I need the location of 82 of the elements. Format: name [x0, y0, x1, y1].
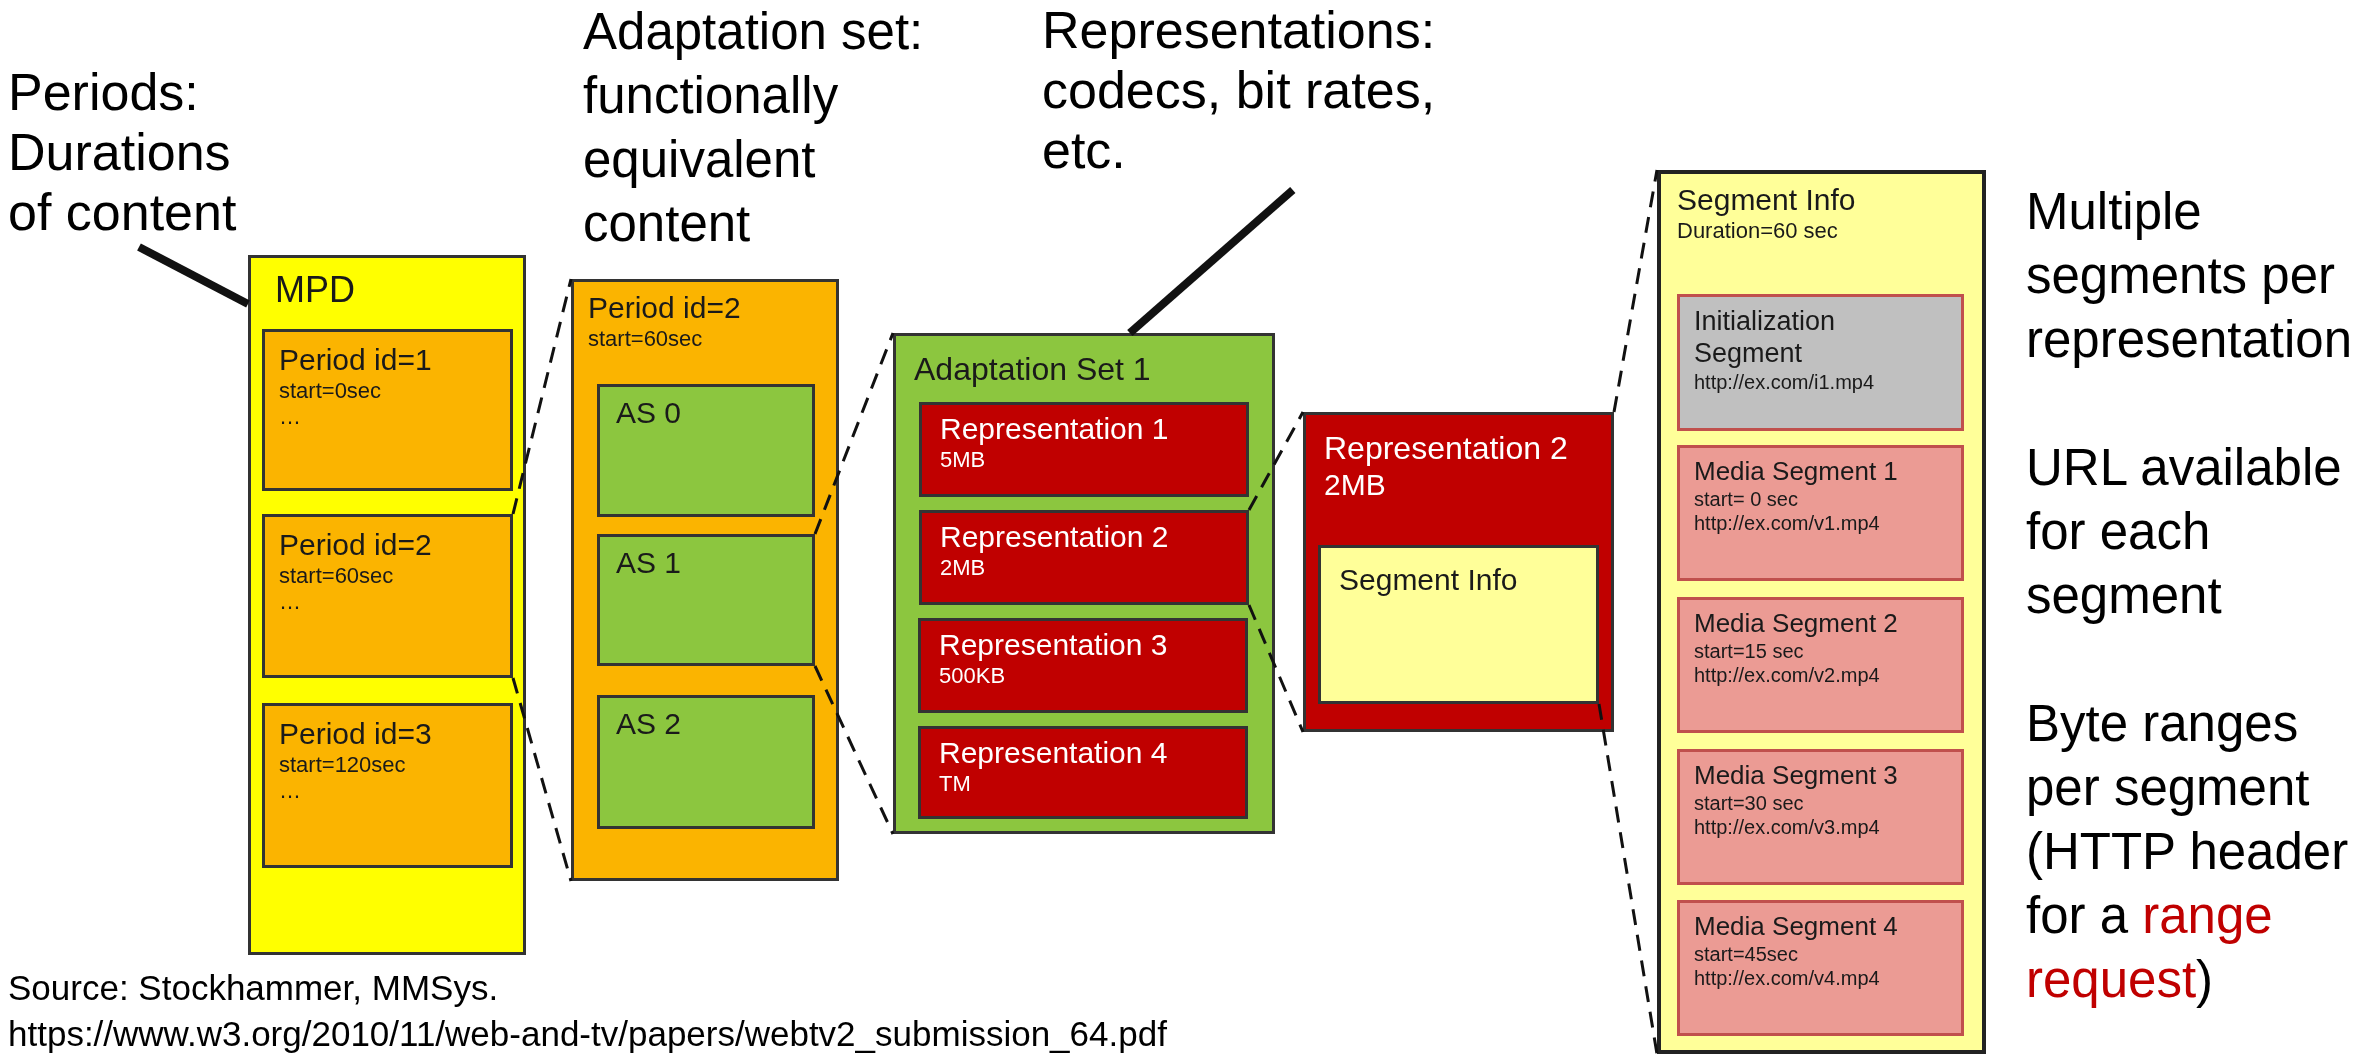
- box-detail: 500KB: [939, 663, 1007, 690]
- box-title: Media Segment 3: [1694, 760, 1899, 792]
- period-box: [262, 329, 513, 491]
- representation-box: [919, 402, 1249, 497]
- box-title: Representation 2: [1324, 429, 1569, 468]
- box-title: Representation 2: [940, 519, 1170, 555]
- box-detail: Duration=60 sec: [1677, 218, 1839, 245]
- box-title: MPD: [275, 268, 356, 312]
- period-box: [571, 279, 839, 881]
- adaptation-set-box: [597, 695, 815, 829]
- segment-url: http://ex.com/v4.mp4: [1694, 966, 1881, 991]
- adaptation-set-box: [893, 333, 1275, 834]
- box-detail: …: [279, 404, 302, 431]
- box-title: Period id=2: [279, 527, 433, 563]
- box-detail: 2MB: [940, 555, 987, 582]
- box-title: Period id=2: [588, 290, 742, 326]
- zoom-line: [511, 278, 573, 515]
- box-detail: start= 0 sec: [1694, 487, 1799, 512]
- box-title: AS 0: [616, 395, 683, 431]
- box-detail: start=60sec: [279, 563, 395, 590]
- segment-url: http://ex.com/i1.mp4: [1694, 369, 1876, 394]
- box-title: Representation 3: [939, 627, 1169, 663]
- box-detail: TM: [939, 771, 972, 798]
- box-detail: 5MB: [940, 447, 987, 474]
- zoom-line: [1247, 604, 1305, 733]
- media-segment-box: [1677, 597, 1964, 733]
- box-title: Representation 4: [939, 735, 1169, 771]
- zoom-line: [813, 332, 895, 535]
- box-detail: start=15 sec: [1694, 639, 1805, 664]
- leader-line: [137, 243, 250, 308]
- box-detail: …: [279, 778, 302, 805]
- annotation-text: Periods: Durations of content: [8, 62, 270, 247]
- media-segment-box: [1677, 749, 1964, 885]
- segment-url: http://ex.com/v3.mp4: [1694, 815, 1881, 840]
- annotation-text: URL available for each segment: [2026, 438, 2343, 626]
- initialization-segment-box: [1677, 294, 1964, 431]
- box-title: Adaptation Set 1: [914, 350, 1152, 389]
- zoom-line: [813, 665, 895, 835]
- zoom-line: [511, 677, 573, 882]
- segment-url: http://ex.com/v2.mp4: [1694, 663, 1881, 688]
- box-title: Segment Info: [1339, 562, 1519, 598]
- leader-line: [1127, 187, 1296, 336]
- media-segment-box: [1677, 900, 1964, 1036]
- representation-box: [1303, 412, 1614, 732]
- box-title: Segment Info: [1677, 182, 1857, 218]
- annotation-text: Byte ranges per segment (HTTP header for a range request): [2026, 694, 2350, 1010]
- box-title: Media Segment 2: [1694, 608, 1899, 640]
- box-title: Period id=3: [279, 716, 433, 752]
- box-detail: …: [279, 589, 302, 616]
- segment-info-box: [1657, 170, 1986, 1054]
- box-detail: start=60sec: [588, 326, 704, 353]
- box-title: Initialization Segment: [1694, 305, 1837, 370]
- source-url: https://www.w3.org/2010/11/web-and-tv/papers/webtv2_submission_64.pdf: [8, 1013, 1168, 1055]
- box-detail: 2MB: [1324, 467, 1387, 504]
- box-title: AS 1: [616, 545, 683, 581]
- box-detail: start=45sec: [1694, 942, 1799, 967]
- representation-box: [918, 618, 1248, 713]
- period-box: [262, 703, 513, 868]
- representation-box: [918, 726, 1248, 819]
- box-detail: start=30 sec: [1694, 791, 1805, 816]
- representation-box: [919, 510, 1249, 605]
- box-title: Period id=1: [279, 342, 433, 378]
- box-title: Media Segment 4: [1694, 911, 1899, 943]
- zoom-line: [1247, 411, 1305, 511]
- box-detail: start=120sec: [279, 752, 407, 779]
- annotation-text: Representations: codecs, bit rates, etc.: [1042, 0, 1482, 190]
- media-segment-box: [1677, 445, 1964, 581]
- box-title: AS 2: [616, 706, 683, 742]
- adaptation-set-box: [597, 384, 815, 517]
- mpd-box: [248, 255, 526, 955]
- annotation-text: Multiple segments per representation: [2026, 182, 2354, 370]
- period-box: [262, 514, 513, 678]
- box-title: Media Segment 1: [1694, 456, 1899, 488]
- segment-url: http://ex.com/v1.mp4: [1694, 511, 1881, 536]
- zoom-line: [1597, 703, 1659, 1055]
- source-note: Source: Stockhammer, MMSys.: [8, 967, 500, 1009]
- adaptation-set-box: [597, 534, 815, 666]
- segment-info-box: [1318, 545, 1599, 704]
- zoom-line: [1612, 169, 1659, 413]
- box-title: Representation 1: [940, 411, 1170, 447]
- box-detail: start=0sec: [279, 378, 383, 405]
- annotation-text: Adaptation set: functionally equivalent content: [583, 2, 925, 254]
